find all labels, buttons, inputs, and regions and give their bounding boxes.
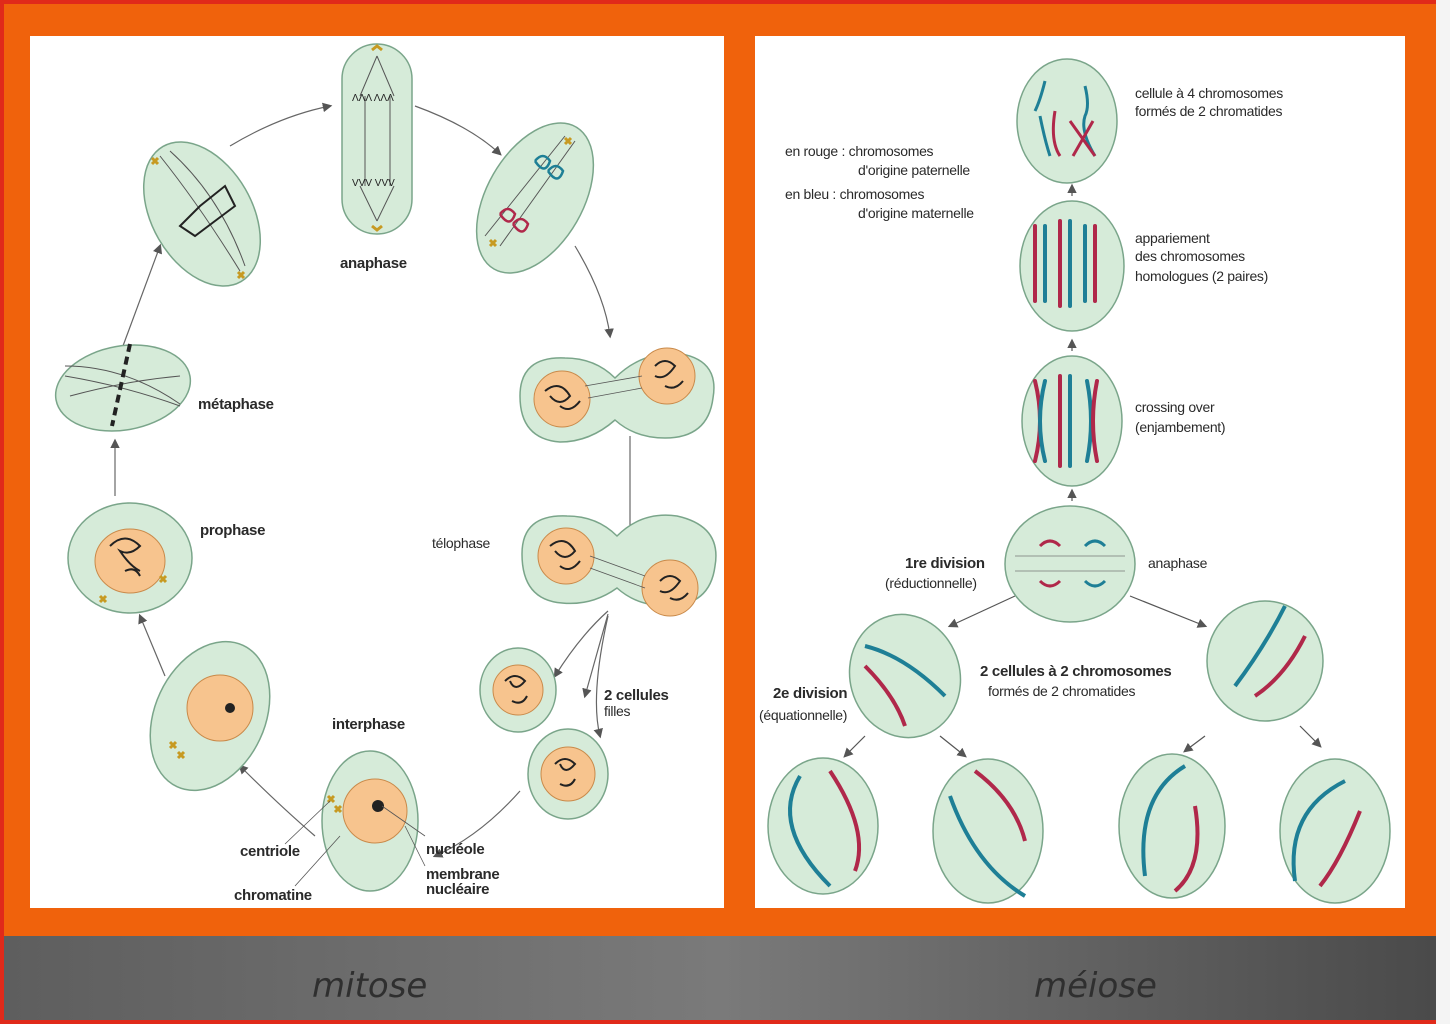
- gamete-3: [1118, 753, 1226, 899]
- label-rouge-2: d'origine paternelle: [858, 162, 970, 178]
- crossing-over-cell: [1021, 355, 1123, 487]
- label-crossing-1: crossing over: [1135, 399, 1215, 415]
- label-nucleole: nucléole: [426, 841, 484, 858]
- label-bleu-1: en bleu : chromosomes: [785, 186, 925, 202]
- label-appariement-2: des chromosomes: [1135, 248, 1245, 264]
- meiosis-ii-cell-right: [1206, 600, 1324, 722]
- label-div2-1: 2e division: [773, 685, 847, 702]
- prometaphase-cell: [142, 141, 262, 287]
- gamete-1: [767, 757, 879, 895]
- label-rouge-1: en rouge : chromosomes: [785, 143, 934, 159]
- meiosis-cell-1: [1016, 58, 1118, 184]
- label-centriole: centriole: [240, 843, 300, 860]
- g2-cell: [149, 640, 271, 792]
- anaphase-cell: ΛΛΛ ΛΛΛ VVV VVV: [341, 43, 413, 235]
- label-deux-cellules-1: 2 cellules à 2 chromosomes: [980, 663, 1171, 680]
- telophase-cell-2: [521, 514, 717, 617]
- label-membrane-1: membrane: [426, 866, 499, 883]
- label-crossing-2: (enjambement): [1135, 419, 1225, 435]
- meiosis-ii-cell-left: [848, 613, 962, 739]
- label-interphase: interphase: [332, 716, 405, 733]
- gamete-4: [1279, 758, 1391, 904]
- label-metaphase: métaphase: [198, 396, 274, 413]
- telophase-cell-1: [519, 347, 715, 443]
- mitosis-cycle-diagram: ΛΛΛ ΛΛΛ VVV VVV anaphase métaph: [54, 43, 717, 904]
- footer-bar: [4, 936, 1436, 1020]
- pairing-cell: [1019, 200, 1125, 332]
- meiose-panel: cellule à 4 chromosomes formés de 2 chro…: [755, 36, 1405, 908]
- label-cellule-4-2: formés de 2 chromatides: [1135, 103, 1282, 119]
- interphase-cell: [284, 750, 426, 892]
- gamete-2: [932, 758, 1044, 904]
- label-chromatine: chromatine: [234, 887, 312, 904]
- label-cellule-4-1: cellule à 4 chromosomes: [1135, 85, 1283, 101]
- label-prophase: prophase: [200, 522, 265, 539]
- prophase-cell: [67, 502, 193, 614]
- label-appariement-1: appariement: [1135, 230, 1210, 246]
- label-telophase: télophase: [432, 535, 491, 551]
- metaphase-cell: [54, 343, 192, 432]
- label-anaphase: anaphase: [340, 255, 407, 272]
- meiosis-diagram: cellule à 4 chromosomes formés de 2 chro…: [759, 58, 1391, 904]
- anaphase-i-cell: [1004, 505, 1136, 623]
- label-div1-1: 1re division: [905, 555, 985, 572]
- svg-text:ΛΛΛ ΛΛΛ: ΛΛΛ ΛΛΛ: [352, 93, 394, 104]
- daughter-cells: [479, 647, 609, 820]
- label-appariement-3: homologues (2 paires): [1135, 268, 1268, 284]
- label-cellules-filles-2: filles: [604, 703, 631, 719]
- label-deux-cellules-2: formés de 2 chromatides: [988, 683, 1135, 699]
- caption-meiose: méiose: [1034, 966, 1157, 1006]
- label-cellules-filles-1: 2 cellules: [604, 687, 669, 704]
- mitose-panel: ΛΛΛ ΛΛΛ VVV VVV anaphase métaph: [30, 36, 724, 908]
- svg-text:VVV VVV: VVV VVV: [352, 178, 395, 189]
- label-membrane-2: nucléaire: [426, 881, 489, 898]
- label-div1-2: (réductionnelle): [885, 575, 977, 591]
- caption-mitose: mitose: [312, 966, 428, 1006]
- label-bleu-2: d'origine maternelle: [858, 205, 974, 221]
- label-anaphase-i: anaphase: [1148, 555, 1208, 571]
- label-div2-2: (équationnelle): [759, 707, 847, 723]
- late-anaphase-cell: [475, 122, 595, 274]
